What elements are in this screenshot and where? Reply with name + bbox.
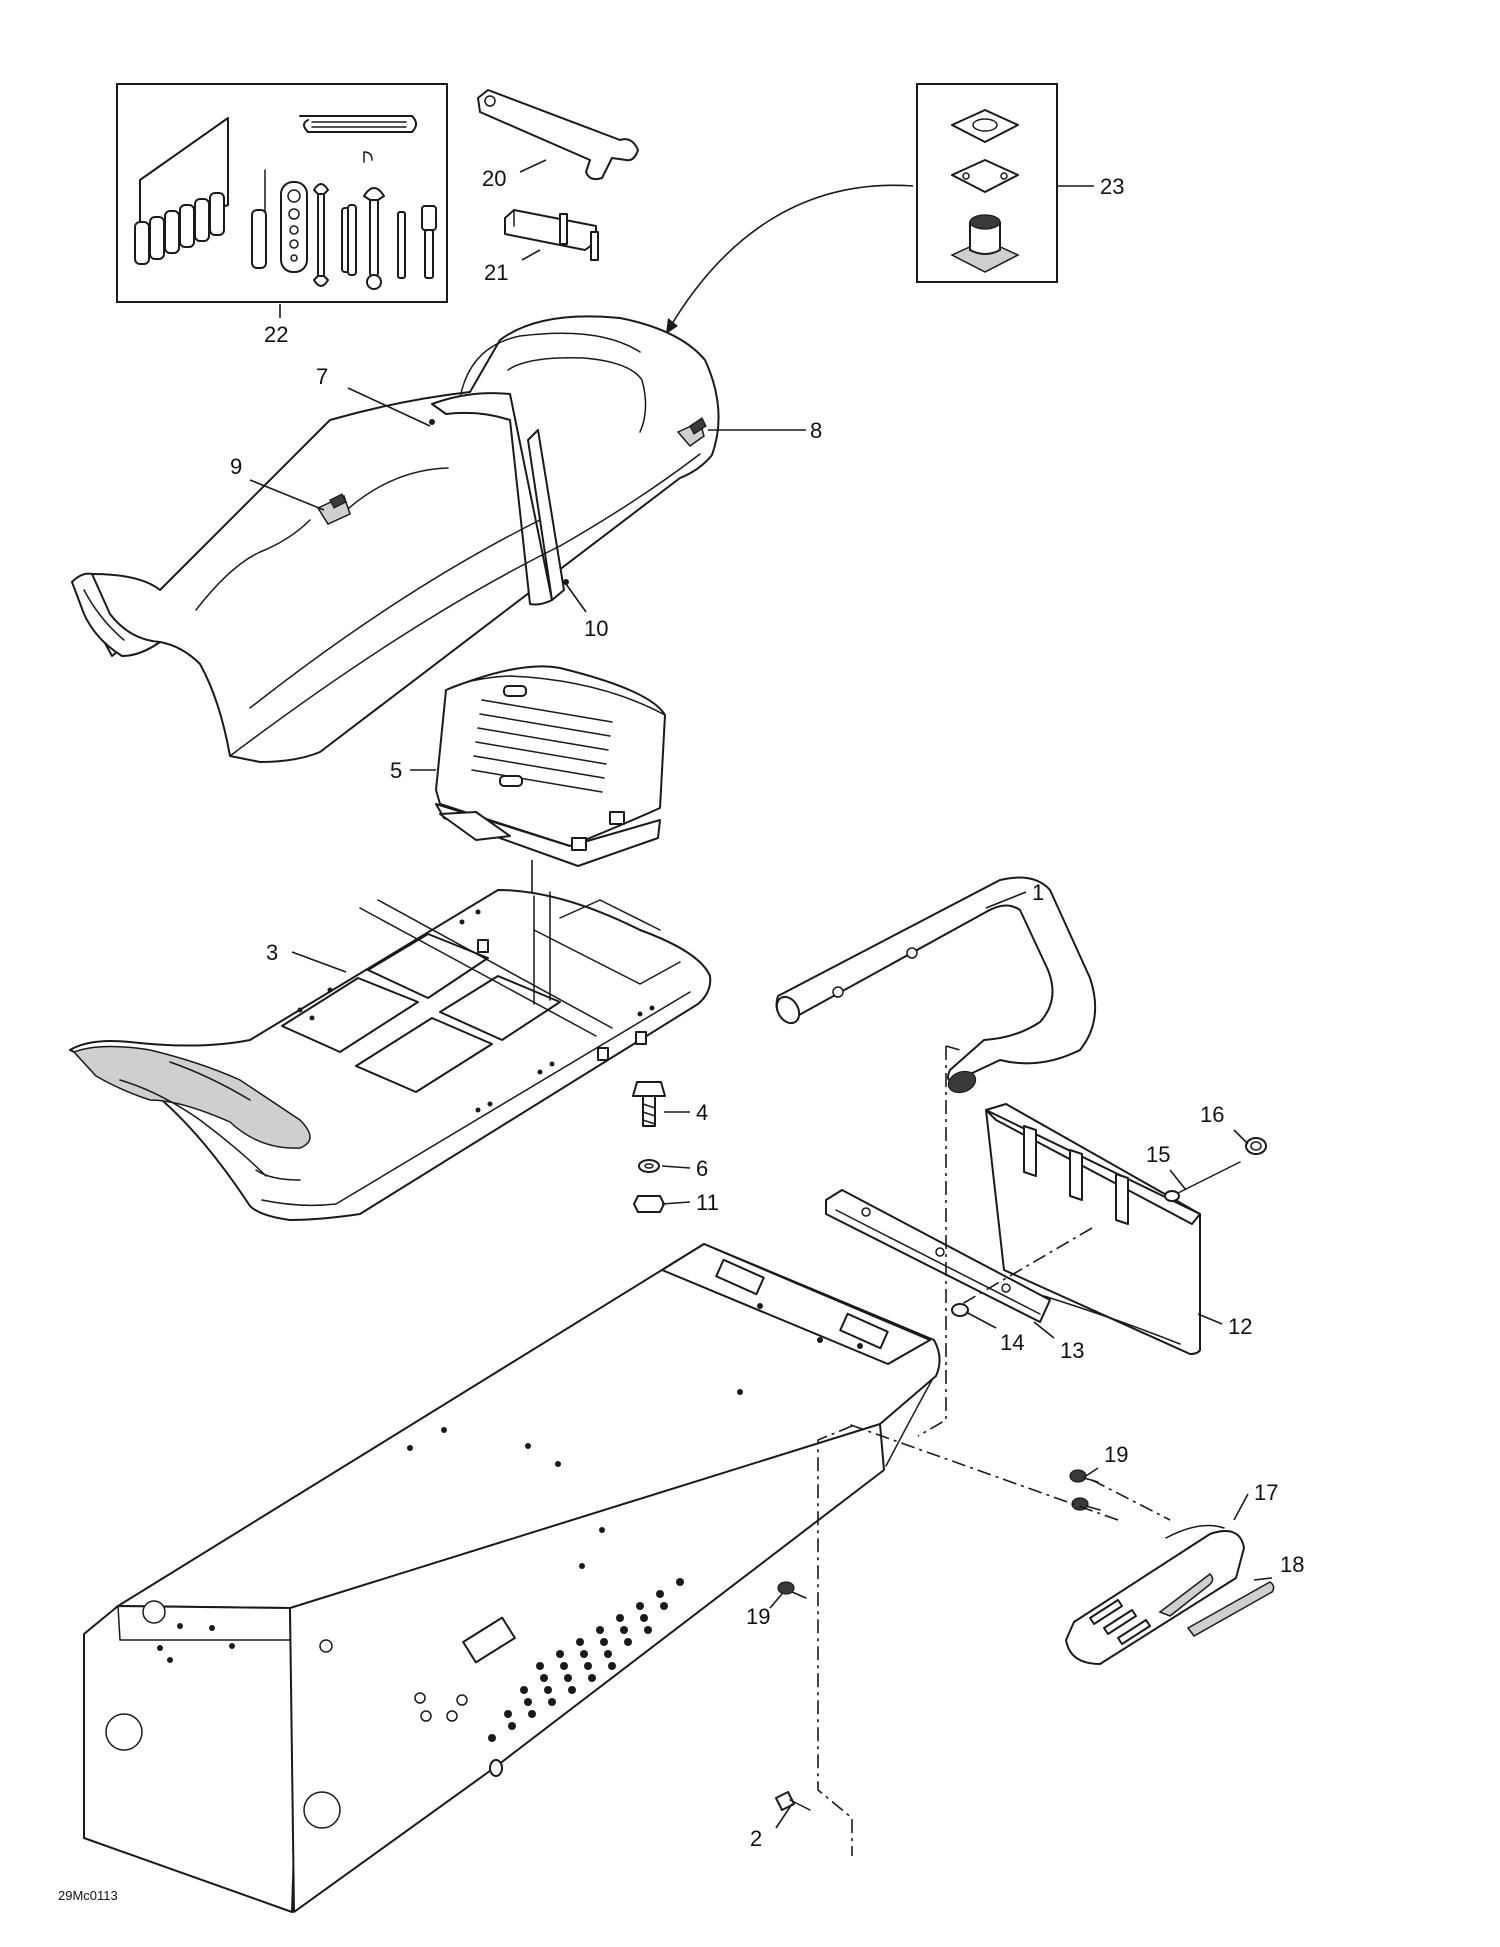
seat-part <box>71 315 720 763</box>
tunnel-bolt-part <box>775 1791 811 1811</box>
nut-part <box>633 1195 665 1213</box>
callout-labels: 1 2 3 4 5 6 7 8 9 10 11 12 13 14 15 16 1… <box>230 166 1304 1851</box>
callout-17: 17 <box>1254 1480 1278 1505</box>
callout-4: 4 <box>696 1100 708 1125</box>
tool-pouch-cylinders <box>134 192 225 265</box>
storage-bin-ribs <box>471 699 613 793</box>
flap-washer-part <box>951 1303 969 1317</box>
alignment-line-bolt <box>817 1425 853 1856</box>
drawing-code: 29Mc0113 <box>58 1888 118 1903</box>
leader-lines <box>249 159 1273 1829</box>
footrest-part <box>1065 1524 1245 1665</box>
hex-key-icon <box>397 211 406 279</box>
shoulder-bolt-part <box>632 1081 666 1127</box>
grab-handle-part <box>775 876 1097 1094</box>
flap-bolt-part <box>1164 1161 1241 1202</box>
footrest-screw-lower <box>777 1581 807 1599</box>
callout-1: 1 <box>1032 880 1044 905</box>
footrest-pad-part <box>1186 1581 1275 1637</box>
flap-bracket-part <box>825 1189 1051 1323</box>
lock-cylinder-icon <box>950 214 1020 273</box>
socket-bar-icon <box>280 181 308 273</box>
footrest-screw-upper-b <box>1071 1497 1101 1511</box>
bracket-part <box>504 209 599 261</box>
callout-21: 21 <box>484 260 508 285</box>
open-wrench-icon <box>313 183 329 287</box>
callout-9: 9 <box>230 454 242 479</box>
callout-3: 3 <box>266 940 278 965</box>
callout-14: 14 <box>1000 1330 1024 1355</box>
lock-plate-icon <box>951 159 1019 193</box>
spanner-wrench-part <box>477 89 639 181</box>
washer-part <box>638 1159 660 1173</box>
tunnel-holes <box>157 1303 863 1663</box>
callout-5: 5 <box>390 758 402 783</box>
callout-19-lower: 19 <box>746 1604 770 1629</box>
footrest-slots <box>1089 1599 1151 1645</box>
retaining-ring-part <box>1245 1137 1267 1155</box>
storage-bin-part <box>435 665 666 867</box>
combination-wrench-icon <box>363 187 385 290</box>
seat-base-part <box>69 889 712 1221</box>
alignment-line-footrest <box>847 1423 1119 1521</box>
callout-18: 18 <box>1280 1552 1304 1577</box>
plug-socket-icon <box>421 205 437 279</box>
seat-strap-side <box>527 429 565 601</box>
seat-strap <box>431 392 553 606</box>
callout-6: 6 <box>696 1156 708 1181</box>
tool-strap <box>299 115 417 133</box>
callout-20: 20 <box>482 166 506 191</box>
callout-2: 2 <box>750 1826 762 1851</box>
alignment-line-flap <box>961 1227 1093 1305</box>
callout-10: 10 <box>584 616 608 641</box>
tunnel-part <box>83 1243 941 1913</box>
lock-location-arrow <box>665 184 914 335</box>
seat-base-holes <box>297 909 655 1113</box>
callout-23: 23 <box>1100 174 1124 199</box>
seat-latch-9 <box>316 493 351 525</box>
callout-7: 7 <box>316 364 328 389</box>
mud-flap-ribs <box>1023 1125 1129 1225</box>
callout-15: 15 <box>1146 1142 1170 1167</box>
callout-19-upper: 19 <box>1104 1442 1128 1467</box>
screwdriver-icon <box>251 169 267 269</box>
mud-flap-part <box>985 1103 1201 1355</box>
callout-11: 11 <box>696 1190 719 1215</box>
tube-wrench-icon <box>341 204 357 276</box>
seat-latch-8 <box>676 417 707 448</box>
callout-13: 13 <box>1060 1338 1084 1363</box>
tool-hook <box>363 151 373 163</box>
callout-16: 16 <box>1200 1102 1224 1127</box>
tool-kit-group <box>116 83 448 303</box>
tunnel-perforations <box>488 1578 684 1742</box>
lock-kit-group <box>916 83 1058 283</box>
callout-12: 12 <box>1228 1314 1252 1339</box>
callout-8: 8 <box>810 418 822 443</box>
callout-22: 22 <box>264 322 288 347</box>
